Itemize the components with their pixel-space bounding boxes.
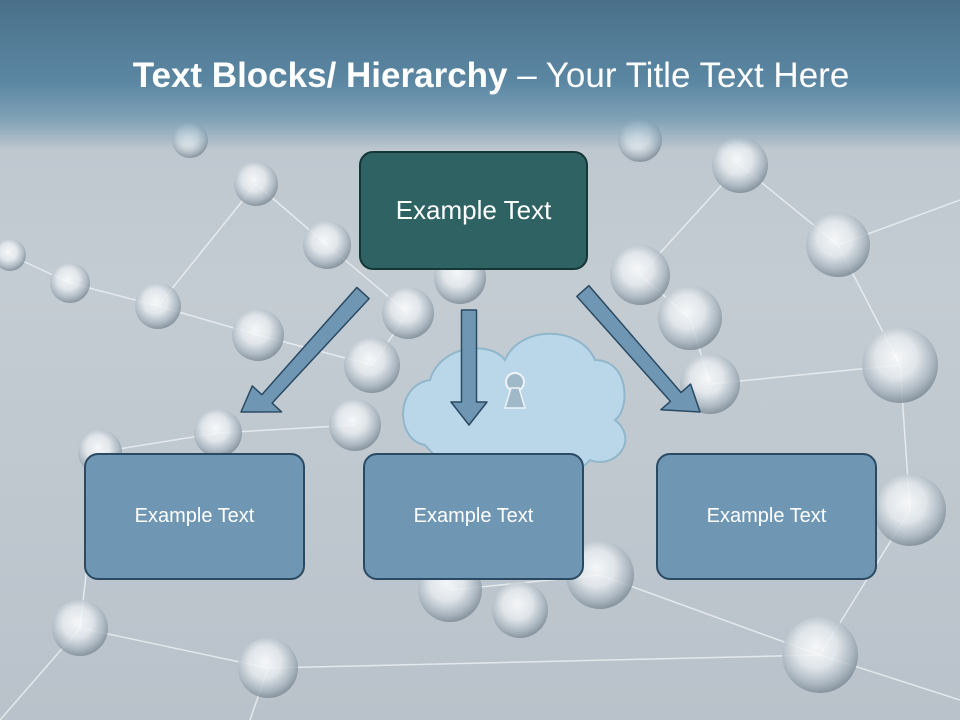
child-box-label: Example Text	[413, 505, 534, 527]
title-rest: – Your Title Text Here	[507, 56, 850, 95]
title-bold: Text Blocks/ Hierarchy	[132, 56, 508, 95]
arrow-right	[576, 284, 701, 413]
child-box-left[interactable]: Example Text	[84, 453, 305, 580]
child-box-label: Example Text	[134, 505, 255, 527]
arrow-left	[240, 286, 370, 413]
child-box-right[interactable]: Example Text	[656, 453, 877, 580]
root-box-label: Example Text	[395, 195, 552, 225]
title-bar	[0, 0, 960, 150]
root-box[interactable]: Example Text	[359, 151, 588, 270]
slide-title: Text Blocks/ Hierarchy – Your Title Text…	[0, 56, 960, 96]
child-box-middle[interactable]: Example Text	[363, 453, 584, 580]
arrow-middle	[450, 309, 488, 426]
child-box-label: Example Text	[706, 505, 827, 527]
